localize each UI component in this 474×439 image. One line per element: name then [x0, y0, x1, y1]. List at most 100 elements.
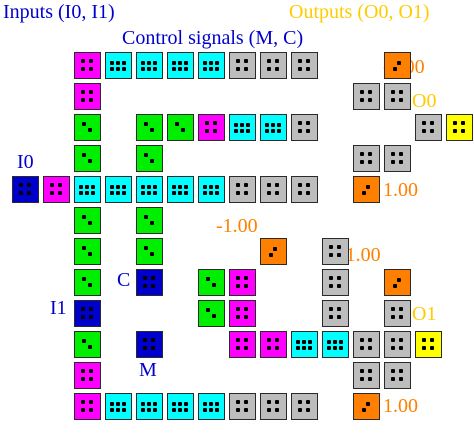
cell-dot: [244, 315, 248, 319]
cell-cyan: [105, 176, 132, 203]
cell-dot: [110, 185, 114, 189]
cell-dot: [267, 400, 271, 404]
cell-magenta: [74, 393, 101, 420]
cell-magenta: [74, 362, 101, 389]
cell-dot: [244, 346, 248, 350]
cell-dot: [397, 278, 401, 282]
cell-gray: [353, 83, 380, 110]
cell-dot: [116, 61, 120, 65]
cell-dot: [81, 369, 85, 373]
cell-dot: [329, 276, 333, 280]
cell-dot: [240, 129, 244, 133]
cell-cyan: [291, 331, 318, 358]
cell-orange: [353, 176, 380, 203]
cell-dot: [393, 284, 397, 288]
cell-dot: [82, 153, 86, 157]
cell-dot: [147, 61, 151, 65]
cell-gray: [322, 269, 349, 296]
cell-dot: [116, 185, 120, 189]
cell-dot: [205, 129, 209, 133]
cell-gray: [291, 176, 318, 203]
cell-dot: [215, 185, 219, 189]
cell-magenta: [198, 114, 225, 141]
cell-dot: [209, 61, 213, 65]
cell-orange: [384, 52, 411, 79]
cell-dot: [265, 123, 269, 127]
cell-dot: [308, 340, 312, 344]
cell-dot: [306, 121, 310, 125]
cell-magenta: [43, 176, 70, 203]
cell-green: [136, 207, 163, 234]
cell-dot: [143, 276, 147, 280]
cell-dot: [81, 377, 85, 381]
cell-dot: [89, 98, 93, 102]
cell-dot: [391, 315, 395, 319]
cell-dot: [329, 284, 333, 288]
cell-dot: [399, 152, 403, 156]
cell-dot: [275, 191, 279, 195]
cell-dot: [27, 183, 31, 187]
cell-dot: [178, 408, 182, 412]
cell-dot: [175, 122, 179, 126]
cell-green: [167, 114, 194, 141]
cell-dot: [122, 408, 126, 412]
cell-dot: [360, 369, 364, 373]
cell-dot: [143, 338, 147, 342]
cell-dot: [244, 276, 248, 280]
cell-dot: [153, 67, 157, 71]
cell-dot: [209, 191, 213, 195]
cell-dot: [461, 129, 465, 133]
cell-dot: [337, 307, 341, 311]
cell-dot: [275, 183, 279, 187]
cell-dot: [81, 90, 85, 94]
cell-dot: [306, 59, 310, 63]
cell-gray: [229, 393, 256, 420]
cell-orange: [260, 238, 287, 265]
cell-dot: [82, 339, 86, 343]
cell-dot: [85, 185, 89, 189]
cell-magenta: [74, 83, 101, 110]
cell-dot: [184, 61, 188, 65]
cell-dot: [116, 402, 120, 406]
cell-dot: [271, 123, 275, 127]
cell-magenta: [229, 300, 256, 327]
cell-dot: [360, 152, 364, 156]
cell-dot: [116, 191, 120, 195]
cell-dot: [184, 67, 188, 71]
cell-dot: [368, 377, 372, 381]
cell-dot: [203, 61, 207, 65]
cell-cyan: [105, 52, 132, 79]
cell-dot: [147, 191, 151, 195]
control-label-m: M: [139, 359, 157, 381]
cell-dot: [244, 408, 248, 412]
cell-dot: [110, 67, 114, 71]
cell-dot: [422, 129, 426, 133]
cell-dot: [147, 402, 151, 406]
cell-dot: [88, 221, 92, 225]
cell-dot: [306, 67, 310, 71]
cell-cyan: [198, 176, 225, 203]
cell-dot: [430, 129, 434, 133]
cell-dot: [267, 338, 271, 342]
cell-dot: [122, 67, 126, 71]
cell-dot: [88, 159, 92, 163]
cell-dot: [122, 61, 126, 65]
cell-dot: [209, 408, 213, 412]
cell-dot: [391, 98, 395, 102]
cell-dot: [298, 129, 302, 133]
cell-dot: [81, 98, 85, 102]
cell-dot: [298, 400, 302, 404]
cell-dot: [178, 402, 182, 406]
cell-dot: [275, 59, 279, 63]
cell-dot: [89, 377, 93, 381]
cell-dot: [89, 67, 93, 71]
cell-dot: [391, 369, 395, 373]
cell-cyan: [322, 331, 349, 358]
cell-dot: [143, 284, 147, 288]
cell-gray: [260, 393, 287, 420]
cell-magenta: [229, 269, 256, 296]
cell-dot: [151, 276, 155, 280]
cell-dot: [333, 346, 337, 350]
cell-dot: [153, 191, 157, 195]
cell-dot: [91, 191, 95, 195]
